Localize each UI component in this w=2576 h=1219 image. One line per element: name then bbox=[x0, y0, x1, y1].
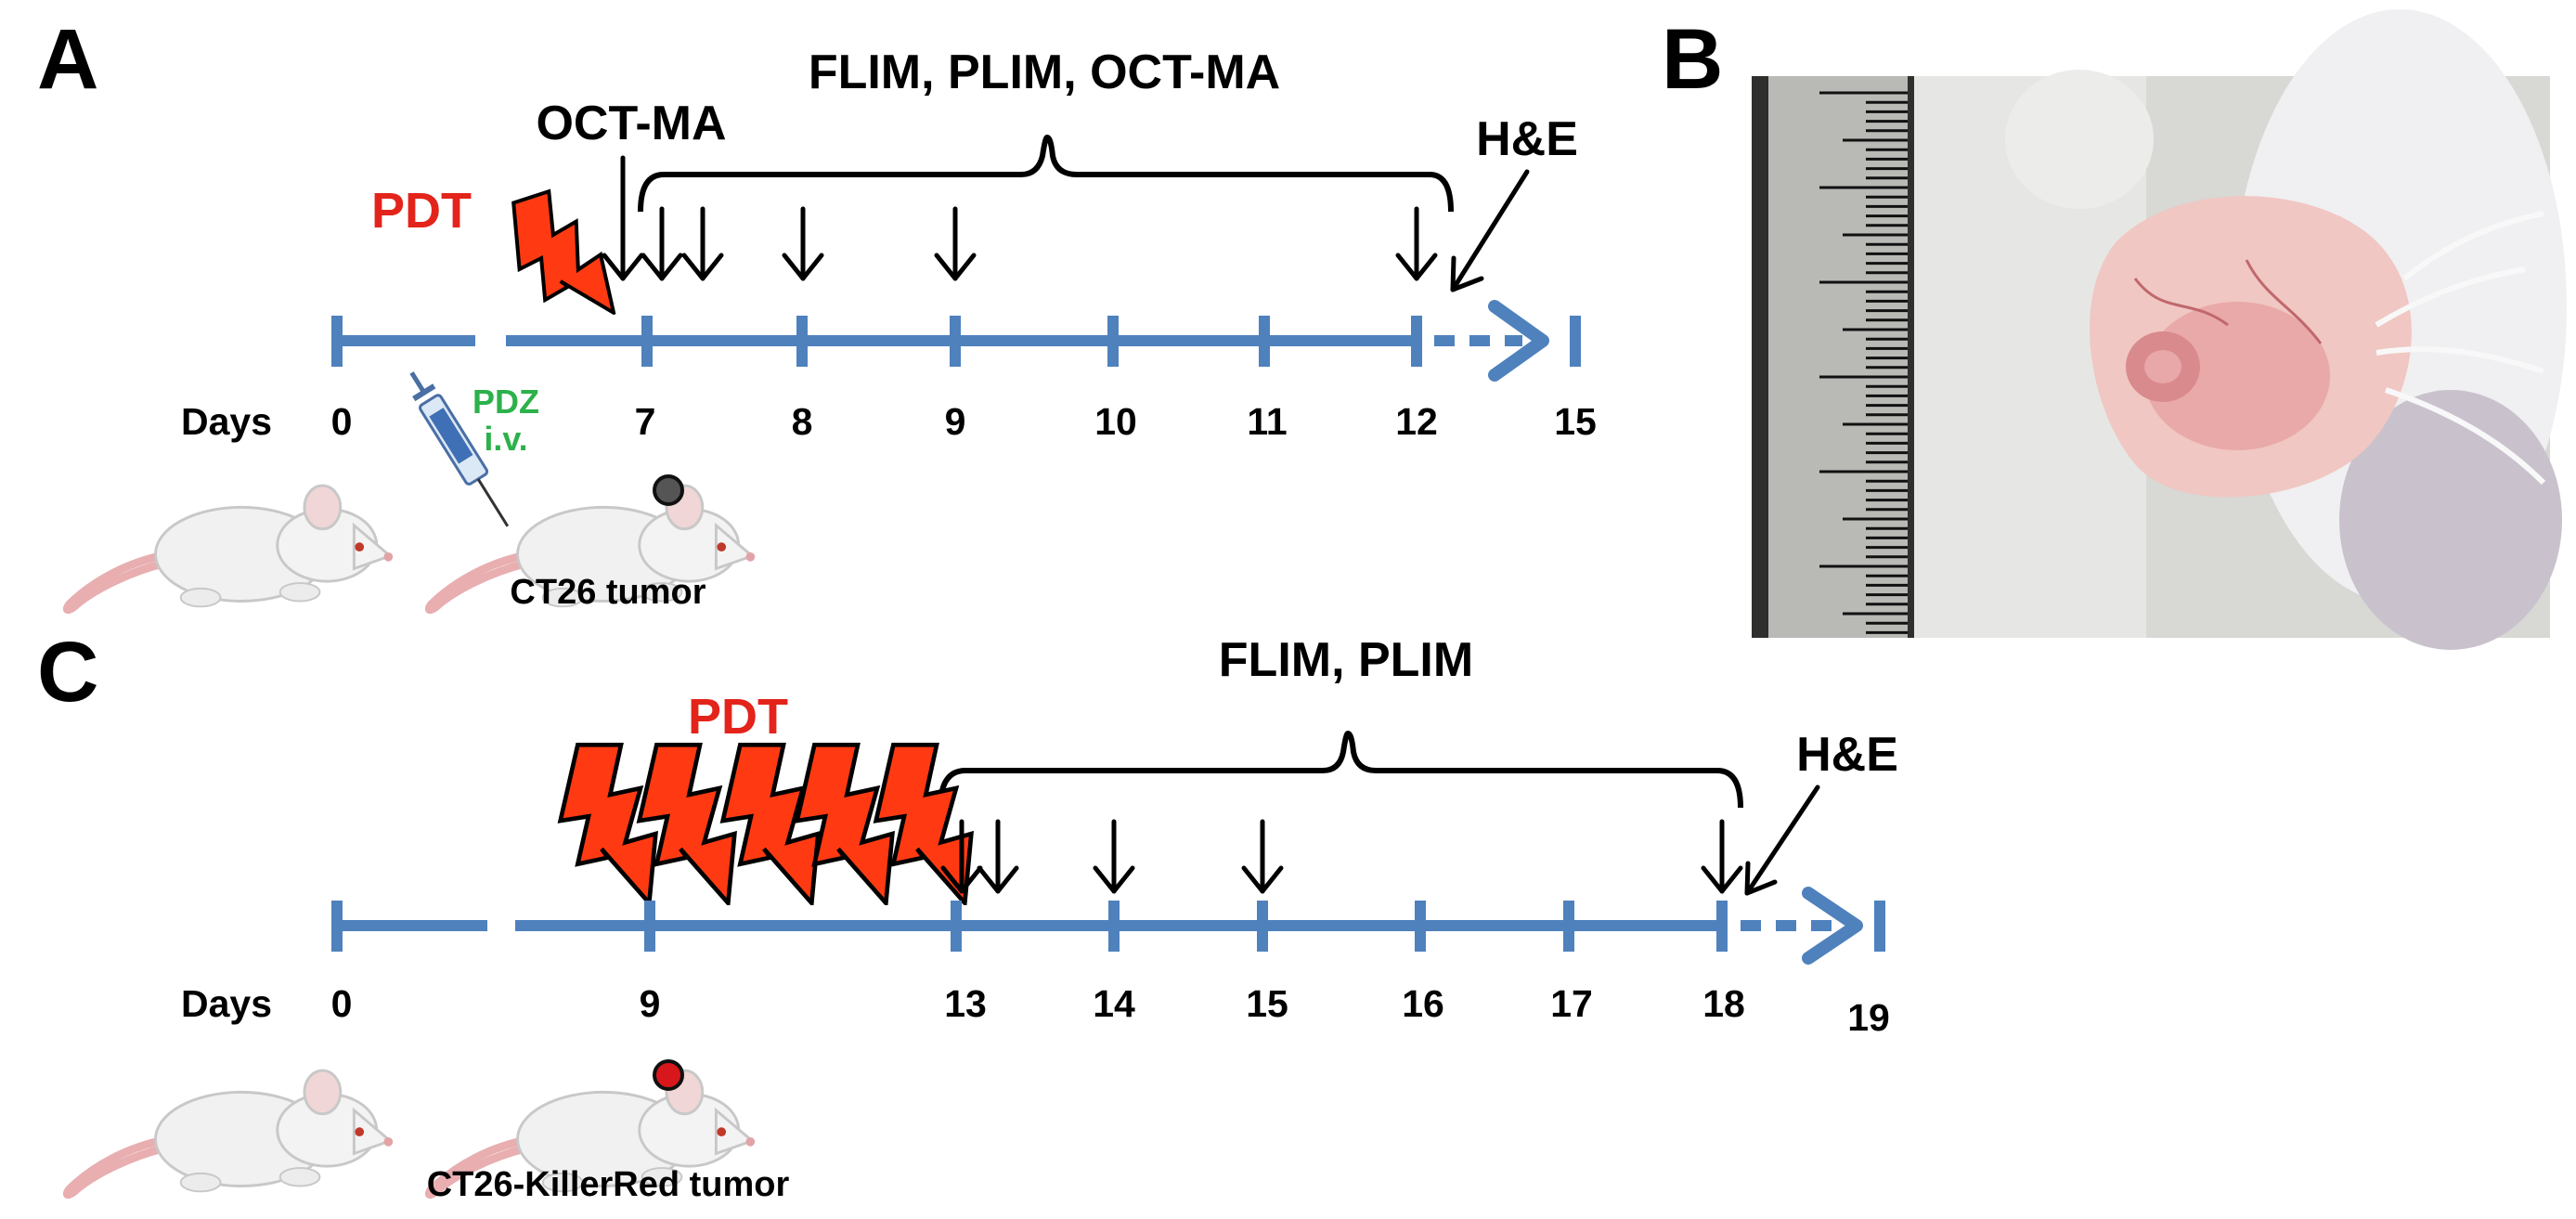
panel-a-he-label: H&E bbox=[1476, 112, 1578, 166]
panel-c-tick-6: 17 bbox=[1550, 982, 1593, 1025]
panel-a-tumor-caption: CT26 tumor bbox=[510, 573, 705, 612]
syringe-icon bbox=[409, 371, 510, 527]
panel-a-tick-7: 15 bbox=[1554, 400, 1597, 443]
panel-c: C PDT FLIM, PLIM H&E bbox=[37, 625, 1898, 1204]
tumor-marker bbox=[653, 474, 684, 506]
panel-a: A FLIM, PLIM, OCT-MA OCT-MA H&E PDT bbox=[37, 12, 1597, 612]
he-arrow-icon bbox=[1744, 785, 1820, 896]
panel-c-bracket bbox=[938, 730, 1743, 809]
mouse-icon bbox=[67, 486, 393, 610]
arrow-down-icon bbox=[681, 206, 724, 281]
mouse-icon bbox=[67, 1070, 393, 1195]
lightning-bolt-icon bbox=[561, 745, 656, 902]
panel-b-letter: B bbox=[1662, 12, 1723, 107]
panel-a-tick-2: 8 bbox=[792, 400, 813, 443]
arrow-down-icon bbox=[1395, 206, 1438, 281]
he-arrow-icon bbox=[1450, 169, 1530, 292]
panel-c-pdt-label: PDT bbox=[688, 689, 788, 745]
panel-c-tick-0: 0 bbox=[331, 982, 353, 1025]
panel-c-tick-5: 16 bbox=[1402, 982, 1444, 1025]
arrow-down-icon bbox=[1093, 819, 1135, 894]
panel-a-tick-4: 10 bbox=[1094, 400, 1137, 443]
tumor-marker bbox=[653, 1059, 684, 1091]
panel-a-tick-6: 12 bbox=[1395, 400, 1438, 443]
panel-a-pdz-line2: i.v. bbox=[484, 420, 527, 458]
panel-a-timeline bbox=[331, 300, 1581, 382]
arrow-down-icon bbox=[1241, 819, 1284, 894]
lightning-bolt-icon bbox=[499, 182, 619, 336]
panel-c-bracket-label: FLIM, PLIM bbox=[1219, 633, 1473, 687]
panel-c-he-label: H&E bbox=[1796, 728, 1898, 782]
arrow-down-icon bbox=[641, 206, 683, 281]
panel-c-letter: C bbox=[37, 625, 98, 720]
panel-a-pdz-line1: PDZ bbox=[472, 383, 539, 421]
panel-a-oct-label: OCT-MA bbox=[536, 97, 726, 150]
panel-a-tick-1: 7 bbox=[635, 400, 656, 443]
panel-c-tick-2: 13 bbox=[944, 982, 987, 1025]
panel-c-tick-4: 15 bbox=[1246, 982, 1288, 1025]
panel-c-tumor-caption: CT26-KillerRed tumor bbox=[427, 1165, 790, 1204]
panel-a-days-label: Days bbox=[181, 400, 272, 443]
ruler bbox=[1768, 76, 1908, 638]
arrow-down-icon bbox=[977, 819, 1019, 894]
arrow-down-icon bbox=[602, 155, 644, 281]
mouse-tumor-photo bbox=[1752, 9, 2567, 650]
panel-c-tick-7: 18 bbox=[1702, 982, 1745, 1025]
arrow-down-icon bbox=[782, 206, 824, 281]
panel-c-days-label: Days bbox=[181, 982, 272, 1025]
panel-c-tick-1: 9 bbox=[640, 982, 661, 1025]
panel-c-tick-3: 14 bbox=[1093, 982, 1135, 1025]
panel-a-bracket-label: FLIM, PLIM, OCT-MA bbox=[809, 45, 1280, 99]
arrow-down-icon bbox=[940, 819, 983, 894]
panel-a-bracket bbox=[638, 134, 1454, 213]
lightning-bolt-icon bbox=[723, 745, 819, 902]
arrow-down-icon bbox=[934, 206, 977, 281]
panel-a-letter: A bbox=[37, 12, 98, 107]
panel-b: B bbox=[1662, 9, 2567, 650]
panel-a-tick-5: 11 bbox=[1247, 400, 1287, 443]
panel-a-tick-3: 9 bbox=[945, 400, 966, 443]
arrow-down-icon bbox=[1701, 819, 1743, 894]
panel-c-timeline bbox=[331, 887, 1885, 965]
panel-c-tick-8: 19 bbox=[1847, 996, 1890, 1039]
panel-a-tick-0: 0 bbox=[331, 400, 353, 443]
panel-a-pdt-label: PDT bbox=[371, 183, 472, 239]
